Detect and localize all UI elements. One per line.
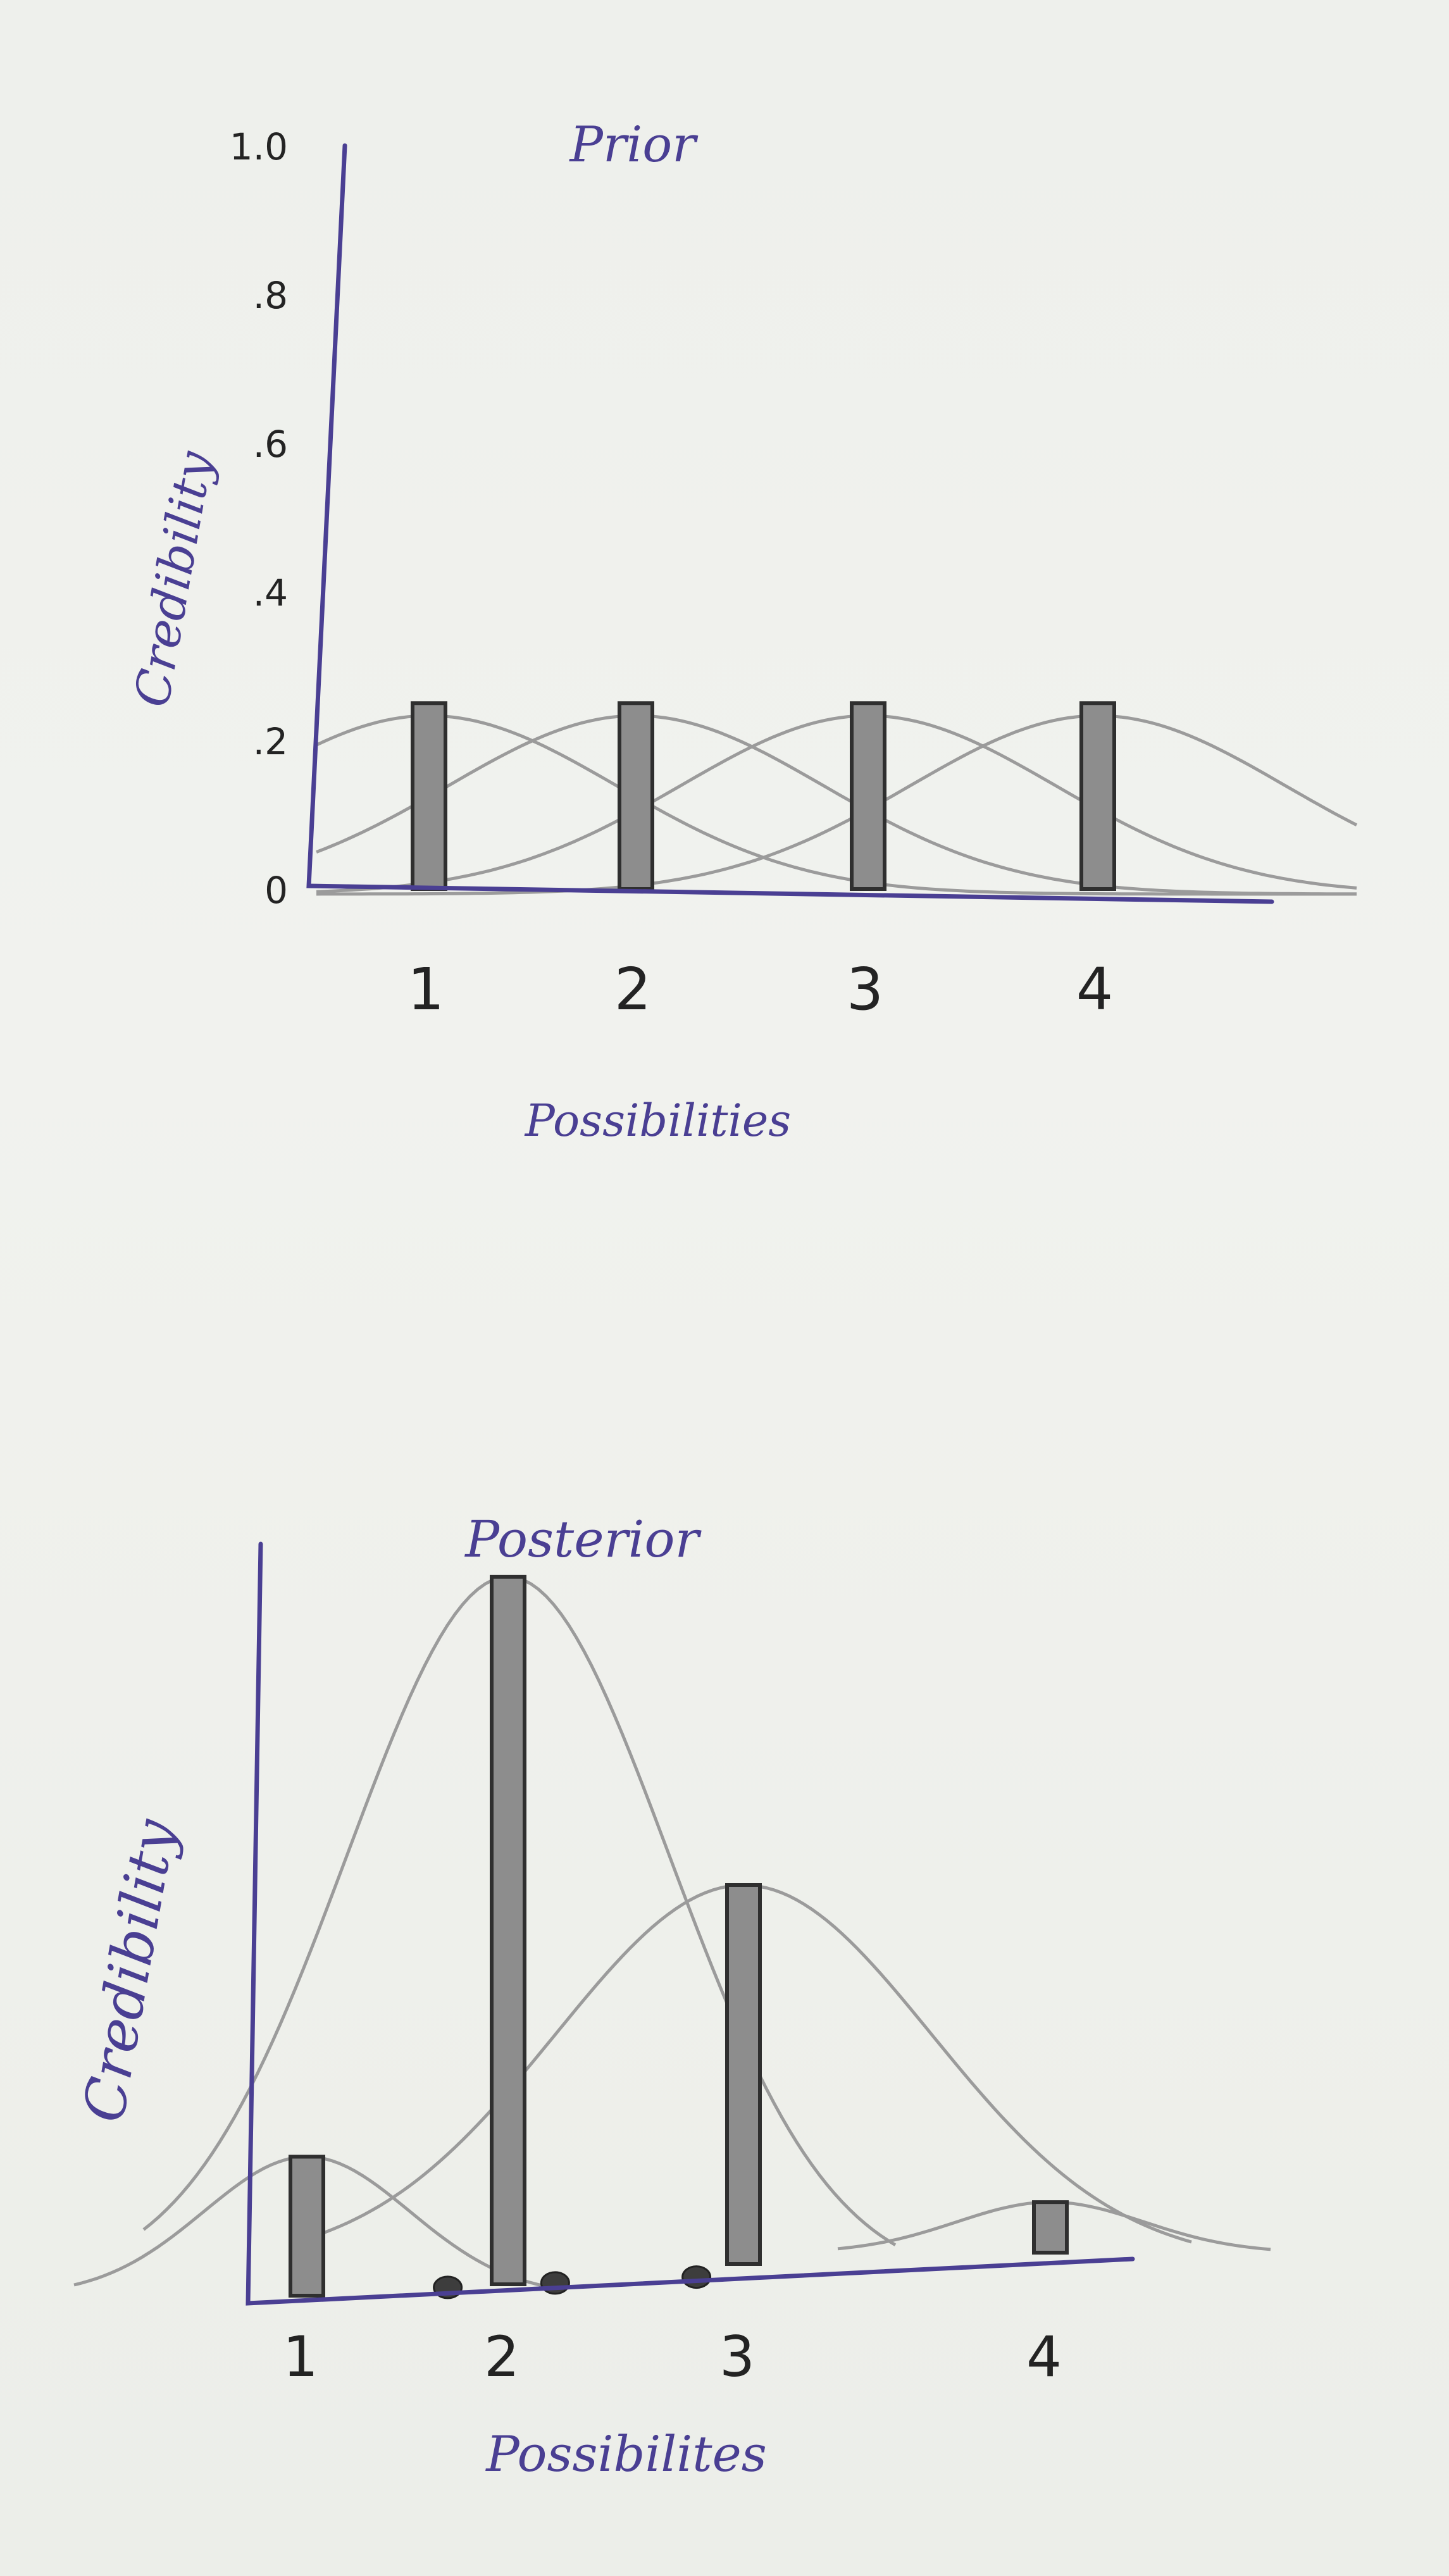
prior-y-tick-label: .8 (253, 274, 288, 317)
posterior-title: Posterior (464, 1510, 702, 1569)
prior-curve-3 (316, 714, 1357, 893)
posterior-bar-2 (490, 1574, 526, 2286)
prior-y-tick-label: .6 (253, 423, 288, 466)
posterior-x-axis-label: Possibilites (485, 2426, 767, 2483)
prior-x-tick-label: 2 (614, 955, 652, 1023)
prior-bar-4 (1079, 701, 1116, 891)
prior-axes (306, 143, 1274, 904)
prior-title: Prior (569, 116, 699, 173)
prior-curve-4 (316, 714, 1358, 896)
prior-chart: Prior Possibilities Credibility 0.2.4.6.… (123, 116, 1358, 1147)
posterior-x-tick-label: 2 (484, 2324, 519, 2389)
prior-x-tick-label: 4 (1076, 955, 1114, 1023)
prior-bar-1 (411, 701, 447, 891)
prior-curve-1 (315, 714, 1357, 896)
prior-y-tick-label: 1.0 (230, 125, 288, 168)
prior-x-axis-label: Possibilities (524, 1095, 791, 1147)
posterior-x-tick-label: 3 (719, 2324, 755, 2389)
posterior-x-tick-label: 1 (283, 2324, 318, 2389)
posterior-bar-4 (1032, 2200, 1069, 2255)
posterior-y-axis-label: Credibility (70, 1814, 189, 2127)
posterior-axes (246, 1541, 1135, 2306)
posterior-data-point (681, 2265, 712, 2289)
prior-x-tick-label: 3 (847, 955, 884, 1023)
prior-x-tick-label: 1 (407, 955, 445, 1023)
prior-y-tick-label: 0 (264, 869, 288, 912)
posterior-bar-3 (725, 1883, 762, 2266)
prior-curve-2 (316, 714, 1357, 896)
prior-bar-3 (850, 701, 886, 891)
prior-y-tick-label: .2 (253, 720, 288, 763)
posterior-x-tick-label: 4 (1026, 2324, 1062, 2389)
prior-y-tick-label: .4 (253, 571, 288, 614)
posterior-bar-1 (289, 2155, 325, 2298)
